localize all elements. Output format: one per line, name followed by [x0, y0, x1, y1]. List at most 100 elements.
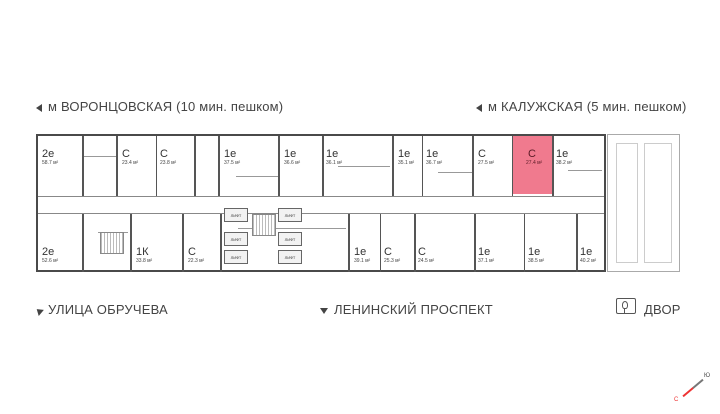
wall: [576, 214, 578, 272]
lift-label: ЛИФТ: [278, 250, 302, 264]
wall: [348, 214, 350, 272]
apartment-area: 58.7 м²: [42, 160, 59, 166]
terrace-section: [616, 143, 638, 263]
apartment-area: 23.4 м²: [122, 160, 139, 166]
apartment-type: 1е: [528, 246, 541, 258]
wall: [414, 214, 416, 272]
direction-arrow-icon: [34, 305, 44, 316]
apartment-type: С: [384, 246, 392, 258]
apartment-top-7[interactable]: 1е 35.1 м²: [394, 136, 422, 194]
partition: [438, 172, 472, 173]
apartment-area: 24.5 м²: [418, 258, 435, 264]
apartment-area: 36.1 м²: [326, 160, 343, 166]
leninsky-prospekt-label: ЛЕНИНСКИЙ ПРОСПЕКТ: [320, 302, 493, 317]
tree-icon: [622, 301, 628, 309]
apartment-bottom-4[interactable]: 1е 39.1 м²: [350, 214, 380, 272]
apartment-top-3[interactable]: С 23.8 м²: [156, 136, 194, 194]
partition: [236, 176, 278, 177]
wall: [524, 214, 525, 272]
wall: [182, 214, 184, 272]
tree-trunk: [624, 308, 625, 313]
apartment-area: 52.6 м²: [42, 258, 59, 264]
compass-south: С: [674, 397, 679, 403]
apartment-bottom-3[interactable]: С 22.3 м²: [184, 214, 220, 272]
apartment-area: 35.1 м²: [398, 160, 415, 166]
wall: [474, 214, 476, 272]
apartment-bottom-7[interactable]: 1е 37.1 м²: [474, 214, 524, 272]
apartment-type: С: [478, 148, 486, 160]
partition: [84, 156, 116, 157]
wall: [218, 136, 220, 196]
apartment-area: 27.5 м²: [478, 160, 495, 166]
partition: [338, 166, 390, 167]
terrace: [607, 134, 680, 272]
yard-icon: [616, 298, 636, 314]
wall: [392, 136, 394, 196]
apartment-area: 33.8 м²: [136, 258, 153, 264]
apartment-type: 1е: [556, 148, 569, 160]
apartment-area: 22.3 м²: [188, 258, 205, 264]
apartment-area: 25.3 м²: [384, 258, 401, 264]
apartment-top-11[interactable]: 1е 38.2 м²: [552, 136, 604, 194]
direction-arrow-icon: [320, 307, 328, 314]
metro-voroncovskaya-label: м ВОРОНЦОВСКАЯ (10 мин. пешком): [36, 99, 283, 114]
metro-right-text: м КАЛУЖСКАЯ (5 мин. пешком): [488, 99, 687, 114]
wall: [130, 214, 132, 272]
apartment-type: 1К: [136, 246, 149, 258]
compass-north: Ю: [703, 373, 710, 379]
apartment-type: С: [418, 246, 426, 258]
wall: [82, 214, 84, 272]
apartment-bottom-5[interactable]: С 25.3 м²: [380, 214, 414, 272]
apartment-type: 1е: [326, 148, 339, 160]
compass-needle: [682, 378, 704, 398]
lift-label: ЛИФТ: [224, 250, 248, 264]
compass-icon: Ю С: [672, 373, 712, 403]
apartment-area: 36.6 м²: [284, 160, 301, 166]
staircase: [252, 214, 276, 236]
apartment-top-5[interactable]: 1е 36.6 м²: [280, 136, 322, 194]
apartment-bottom-8[interactable]: 1е 38.5 м²: [524, 214, 576, 272]
apartment-bottom-9[interactable]: 1е 40.2 м²: [576, 214, 606, 272]
apartment-area: 27.4 м²: [526, 160, 543, 166]
wall: [472, 136, 474, 196]
apartment-type: 1е: [224, 148, 237, 160]
apartment-type: С: [122, 148, 130, 160]
apartment-type: 1е: [426, 148, 439, 160]
apartment-top-4[interactable]: 1е 37.5 м²: [220, 136, 276, 194]
metro-kaluzhskaya-label: м КАЛУЖСКАЯ (5 мин. пешком): [476, 99, 687, 114]
apartment-area: 38.2 м²: [556, 160, 573, 166]
terrace-section: [644, 143, 672, 263]
apartment-type: 1е: [354, 246, 367, 258]
apartment-bottom-6[interactable]: С 24.5 м²: [414, 214, 474, 272]
wall: [194, 136, 196, 196]
apartment-top-8[interactable]: 1е 36.7 м²: [422, 136, 474, 194]
apartment-type: 2е: [42, 246, 55, 258]
lift-label: ЛИФТ: [224, 208, 248, 222]
apartment-type: С: [528, 148, 536, 160]
direction-arrow-icon: [476, 103, 482, 112]
apartment-area: 37.5 м²: [224, 160, 241, 166]
apartment-area: 23.8 м²: [160, 160, 177, 166]
apartment-top-10-selected[interactable]: С 27.4 м²: [512, 136, 552, 194]
apartment-bottom-1[interactable]: 2е 52.6 м²: [38, 214, 82, 272]
lift-label: ЛИФТ: [224, 232, 248, 246]
partition: [568, 170, 602, 171]
wall: [322, 136, 324, 196]
street-center-text: ЛЕНИНСКИЙ ПРОСПЕКТ: [334, 302, 493, 317]
partition: [238, 228, 346, 229]
wall: [552, 136, 554, 196]
apartment-type: 2е: [42, 148, 55, 160]
apartment-bottom-2[interactable]: 1К 33.8 м²: [132, 214, 182, 272]
wall: [220, 214, 222, 272]
street-left-text: УЛИЦА ОБРУЧЕВА: [48, 302, 168, 317]
apartment-type: С: [188, 246, 196, 258]
apartment-top-1[interactable]: 2е 58.7 м²: [38, 136, 82, 194]
apartment-type: С: [160, 148, 168, 160]
apartment-top-9[interactable]: С 27.5 м²: [474, 136, 512, 194]
apartment-type: 1е: [284, 148, 297, 160]
apartment-type: 1е: [478, 246, 491, 258]
street-obrucheva-label: УЛИЦА ОБРУЧЕВА: [34, 302, 168, 317]
apartment-top-6[interactable]: 1е 36.1 м²: [322, 136, 394, 194]
apartment-area: 36.7 м²: [426, 160, 443, 166]
apartment-top-2[interactable]: С 23.4 м²: [118, 136, 156, 194]
